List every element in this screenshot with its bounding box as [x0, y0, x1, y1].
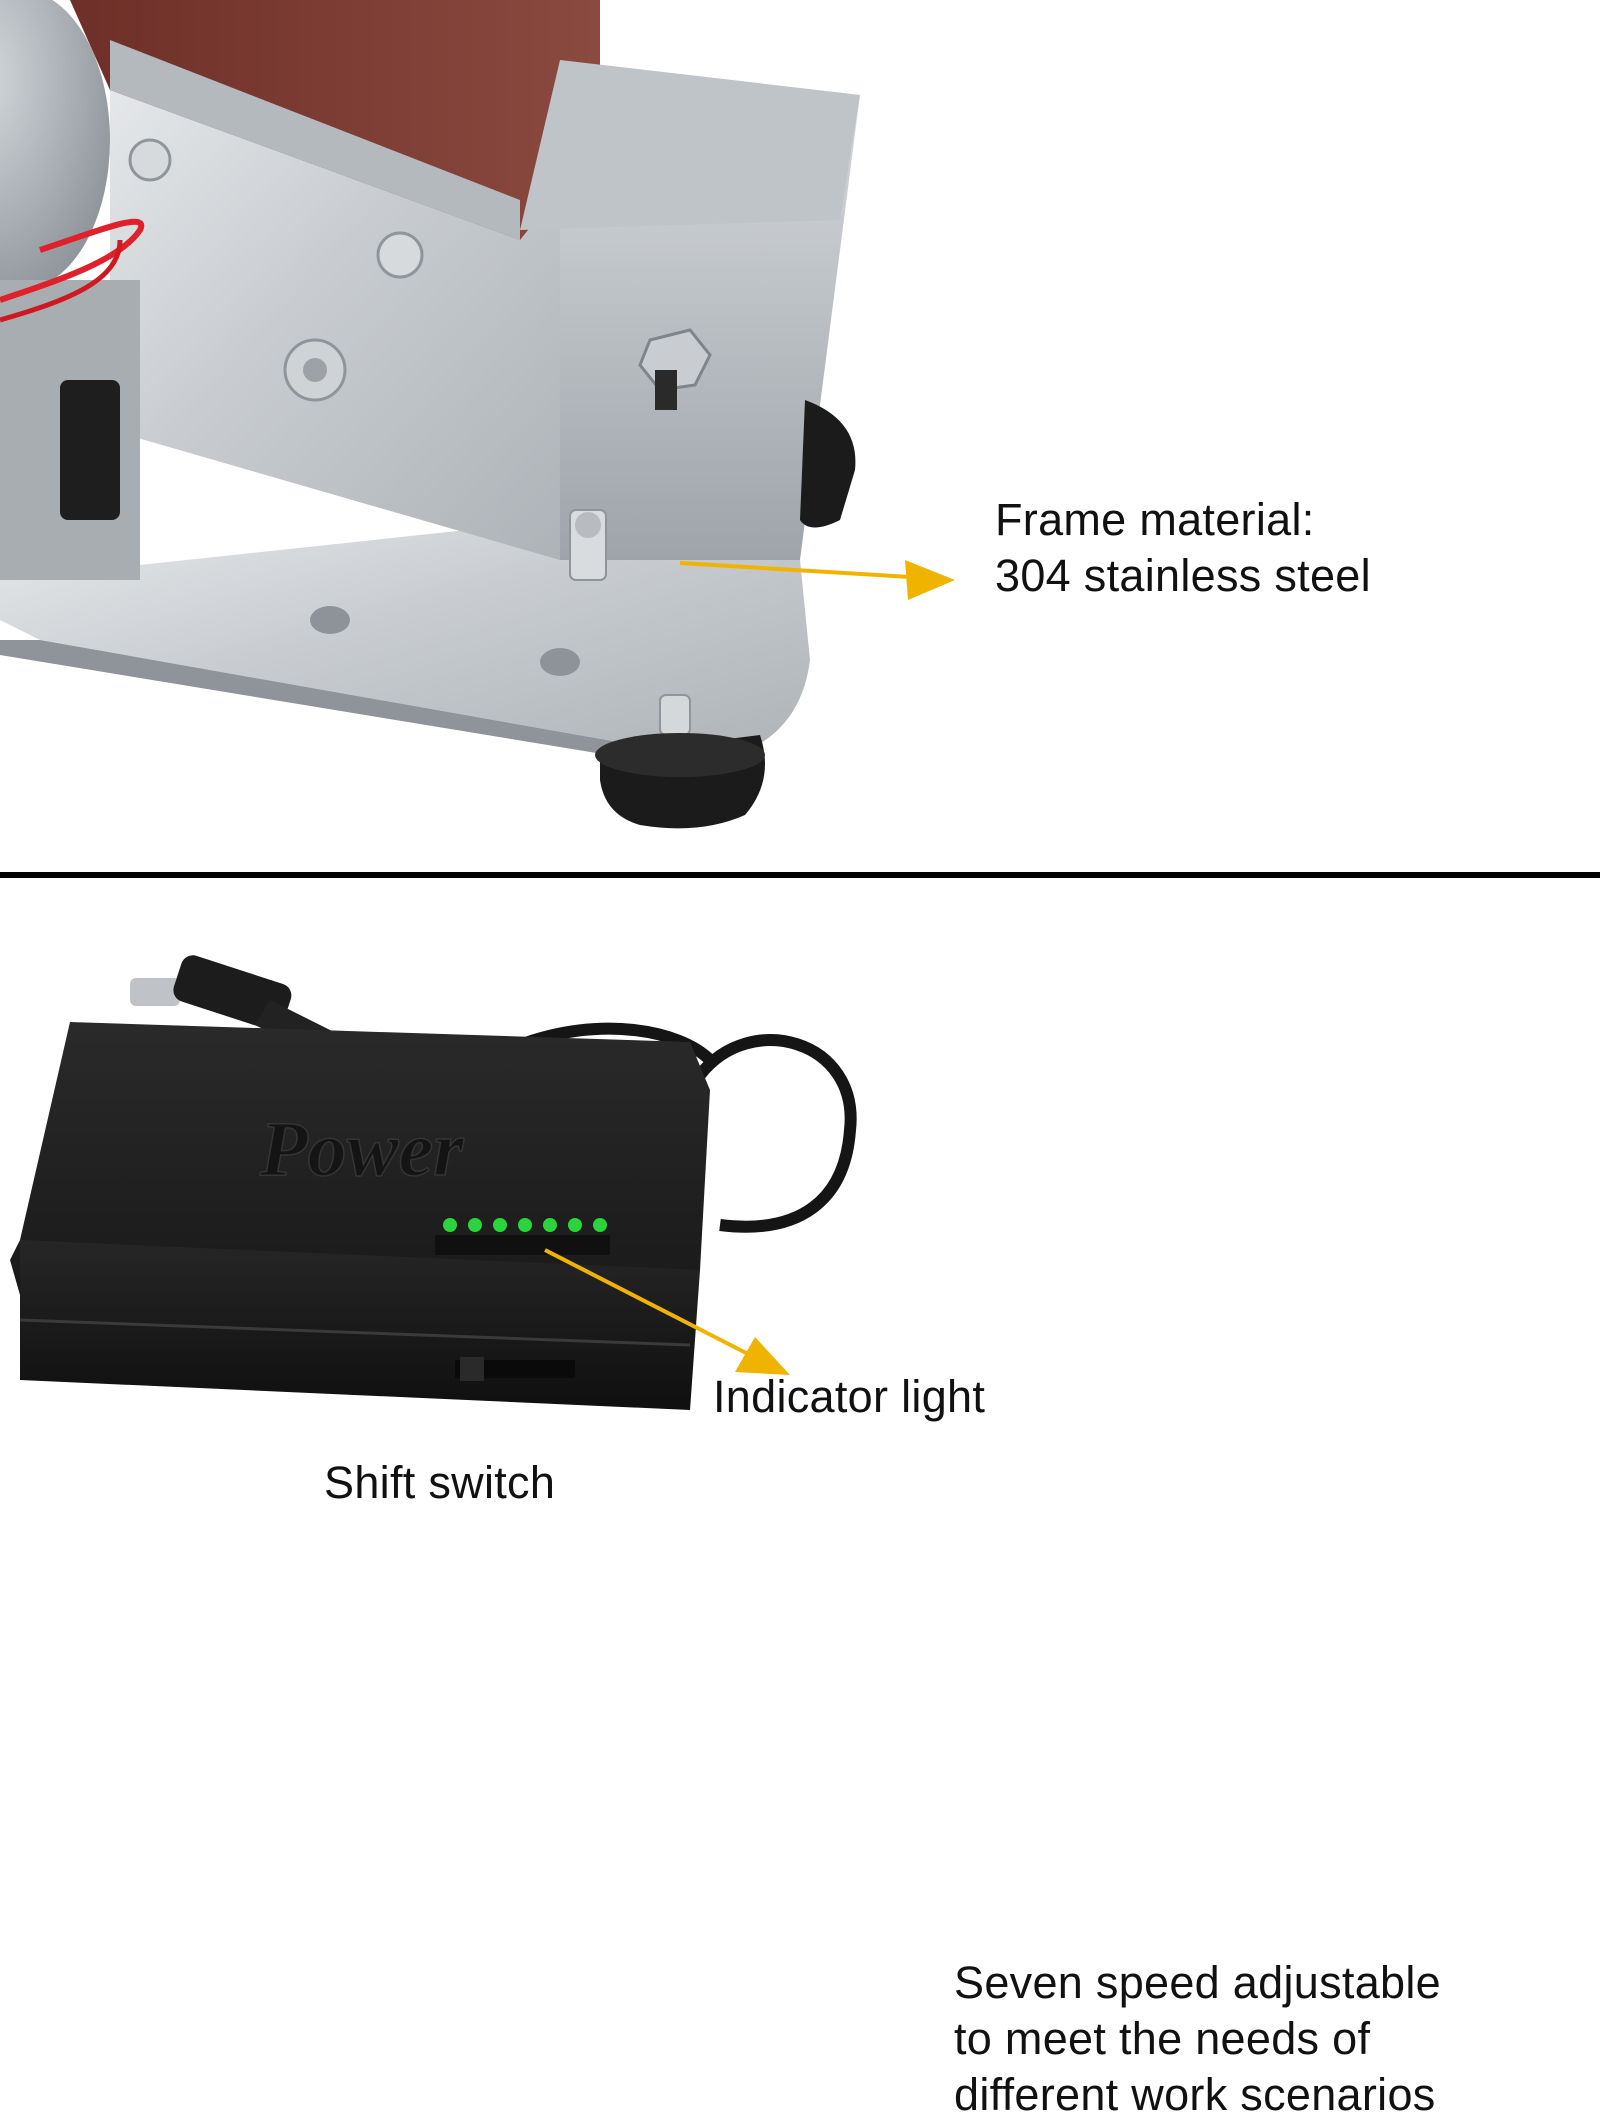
indicator-light-label: Indicator light — [713, 1371, 986, 1422]
frame-arrow-line — [679, 561, 911, 579]
section-divider — [0, 872, 1600, 878]
speed-caption-line2: to meet the needs of — [954, 2013, 1371, 2064]
frame-arrow-head — [905, 560, 955, 600]
frame-caption-line1: Frame material: — [995, 494, 1315, 545]
red-wire — [0, 218, 145, 303]
seven-speed-caption: Seven speed adjustable to meet the needs… — [954, 1955, 1441, 2123]
motor-housing — [0, 0, 110, 290]
output-cable — [695, 1034, 857, 1233]
indicator-arrow-head — [735, 1337, 790, 1375]
frame-material-caption: Frame material: 304 stainless steel — [995, 492, 1371, 604]
base-plate — [0, 520, 810, 760]
indicator-leds — [443, 1218, 607, 1232]
speed-caption-line1: Seven speed adjustable — [954, 1957, 1441, 2008]
shift-switch-label: Shift switch — [324, 1457, 556, 1508]
indicator-arrow-line — [544, 1248, 751, 1357]
dc-plug-tip — [130, 978, 180, 1006]
stainless-frame-photo — [0, 0, 955, 829]
frame-photo-panel: Frame material: 304 stainless steel — [0, 0, 1600, 872]
power-adapter-photo: Power — [10, 955, 857, 1410]
frame-caption-line2: 304 stainless steel — [995, 550, 1371, 601]
led-strip — [435, 1235, 610, 1255]
rubber-foot-rear — [800, 400, 856, 528]
rocker-switch — [60, 380, 120, 520]
adapter-photo-panel: Power Seven speed adjustable to meet the… — [0, 880, 1600, 2120]
shift-switch — [455, 1360, 575, 1378]
adapter-brand-text: Power — [259, 1105, 464, 1192]
speed-caption-line3: different work scenarios — [954, 2069, 1436, 2120]
